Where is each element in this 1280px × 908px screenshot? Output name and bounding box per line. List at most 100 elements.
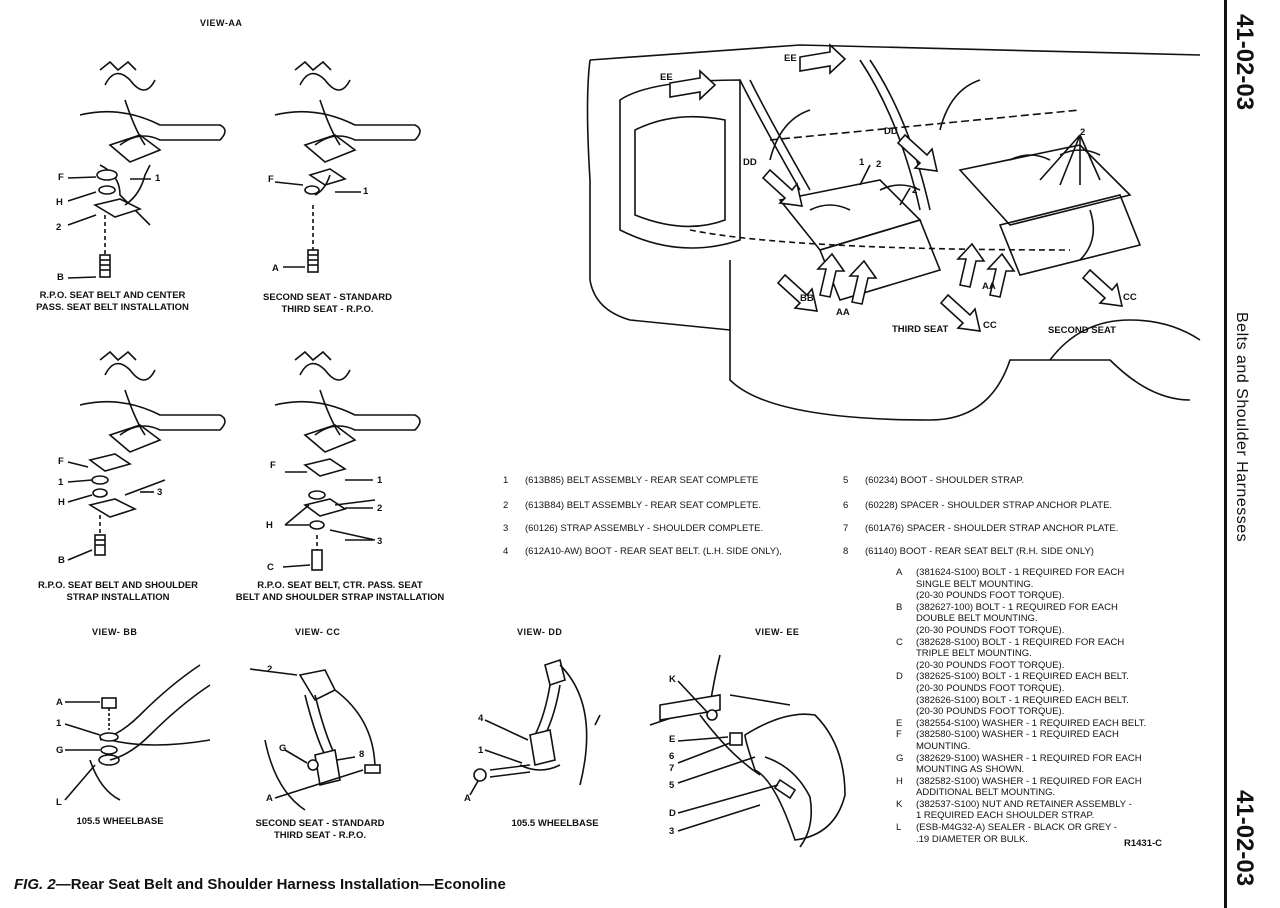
label-dd-1: DD xyxy=(743,157,757,168)
callout-1-2: 1 xyxy=(363,186,369,197)
callout-1-dd: 1 xyxy=(478,745,484,756)
label-aa-2: AA xyxy=(982,281,996,292)
note-item: K(382537-S100) NUT AND RETAINER ASSEMBLY… xyxy=(896,798,1132,822)
caption-ctr-pass-shoulder: R.P.O. SEAT BELT, CTR. PASS. SEAT BELT A… xyxy=(235,580,445,603)
view-dd-title: VIEW- DD xyxy=(517,627,563,637)
view-ee-drawing xyxy=(649,654,846,848)
callout-d-ee: D xyxy=(669,808,676,819)
label-cc-2: CC xyxy=(1123,292,1137,303)
detail-ctr-pass-shoulder-drawing xyxy=(274,350,421,571)
callout-3-ee: 3 xyxy=(669,826,675,837)
note-item: F(382580-S100) WASHER - 1 REQUIRED EACH … xyxy=(896,729,1119,752)
callout-h: H xyxy=(56,197,63,208)
view-ee-title: VIEW- EE xyxy=(755,627,800,637)
callout-3-4: 3 xyxy=(377,536,383,547)
label-ee-2: EE xyxy=(784,53,797,64)
callout-1-bb: 1 xyxy=(56,718,62,729)
callout-b: B xyxy=(57,272,64,283)
callout-1-4: 1 xyxy=(377,475,383,486)
note-item: D(382625-S100) BOLT - 1 REQUIRED EACH BE… xyxy=(896,671,1129,718)
caption-view-cc: SECOND SEAT - STANDARD THIRD SEAT - R.P.… xyxy=(255,818,385,841)
view-cc-drawing xyxy=(249,668,381,811)
label-third-seat: THIRD SEAT xyxy=(892,324,949,335)
figure-label: FIG. 2 xyxy=(14,876,56,893)
detail-center-pass-belt-drawing xyxy=(67,60,226,279)
note-item: L(ESB-M4G32-A) SEALER - BLACK OR GREY - … xyxy=(896,822,1117,845)
side-header: 41-02-03 Belts and Shoulder Harnesses 41… xyxy=(1222,0,1262,908)
legend-item: 7(601A76) SPACER - SHOULDER STRAP ANCHOR… xyxy=(843,523,1119,534)
callout-f-2: F xyxy=(268,174,274,185)
caption-shoulder-strap: R.P.O. SEAT BELT AND SHOULDER STRAP INST… xyxy=(37,580,199,603)
callout-k-ee: K xyxy=(669,674,676,685)
callout-a-dd: A xyxy=(464,793,471,804)
callout-a-cc: A xyxy=(266,793,273,804)
callout-8-cc: 8 xyxy=(359,749,365,760)
note-item: E(382554-S100) WASHER - 1 REQUIRED EACH … xyxy=(896,717,1147,729)
view-cc-title: VIEW- CC xyxy=(295,627,341,637)
callout-f-4: F xyxy=(270,460,276,471)
legend-item: 5(60234) BOOT - SHOULDER STRAP. xyxy=(843,475,1025,486)
label-cc-1: CC xyxy=(983,320,997,331)
callout-f: F xyxy=(58,172,64,183)
legend-item: 4(612A10-AW) BOOT - REAR SEAT BELT. (L.H… xyxy=(503,546,782,557)
callout-h-3: H xyxy=(58,497,65,508)
callout-1: 1 xyxy=(155,173,161,184)
label-main-2c: 2 xyxy=(1080,127,1086,138)
view-bb-title: VIEW- BB xyxy=(92,627,138,637)
callout-2-4: 2 xyxy=(377,503,383,514)
label-main-2a: 2 xyxy=(876,159,882,170)
callout-6-ee: 6 xyxy=(669,751,675,762)
note-item: B(382627-100) BOLT - 1 REQUIRED FOR EACH… xyxy=(896,601,1118,636)
callout-g-cc: G xyxy=(279,743,287,754)
callout-h-4: H xyxy=(266,520,273,531)
label-main-1: 1 xyxy=(859,157,865,168)
label-dd-2: DD xyxy=(884,126,898,137)
callout-5-ee: 5 xyxy=(669,780,675,791)
caption-second-seat: SECOND SEAT - STANDARD THIRD SEAT - R.P.… xyxy=(263,292,392,315)
van-interior-drawing xyxy=(586,43,1201,421)
label-second-seat: SECOND SEAT xyxy=(1048,325,1116,336)
note-item: G(382629-S100) WASHER - 1 REQUIRED FOR E… xyxy=(896,752,1142,776)
caption-view-bb: 105.5 WHEELBASE xyxy=(76,816,164,827)
note-item: A(381624-S100) BOLT - 1 REQUIRED FOR EAC… xyxy=(896,567,1125,602)
callout-e-ee: E xyxy=(669,734,676,745)
figure-caption: FIG. 2—Rear Seat Belt and Shoulder Harne… xyxy=(14,876,506,893)
legend-item: 6(60228) SPACER - SHOULDER STRAP ANCHOR … xyxy=(843,500,1113,511)
note-item: H(382582-S100) WASHER - 1 REQUIRED FOR E… xyxy=(896,775,1142,799)
label-main-2b: 2 xyxy=(912,185,918,196)
callout-f-3: F xyxy=(58,456,64,467)
view-dd-drawing xyxy=(469,658,601,796)
caption-view-dd: 105.5 WHEELBASE xyxy=(511,818,599,829)
callout-4-dd: 4 xyxy=(478,713,484,724)
section-title: Belts and Shoulder Harnesses xyxy=(1233,312,1250,543)
hardware-notes: A(381624-S100) BOLT - 1 REQUIRED FOR EAC… xyxy=(896,567,1186,845)
callout-1-3: 1 xyxy=(58,477,64,488)
callout-a-bb: A xyxy=(56,697,63,708)
detail-second-seat-drawing xyxy=(274,60,421,273)
callout-2-cc: 2 xyxy=(267,664,273,675)
caption-center-pass-belt: R.P.O. SEAT BELT AND CENTER PASS. SEAT B… xyxy=(36,290,189,313)
label-bb: BB xyxy=(800,293,814,304)
callout-3: 3 xyxy=(157,487,163,498)
callout-g-bb: G xyxy=(56,745,64,756)
callout-2: 2 xyxy=(56,222,62,233)
legend-item: 1(613B85) BELT ASSEMBLY - REAR SEAT COMP… xyxy=(503,475,759,486)
page-number-top: 41-02-03 xyxy=(1231,14,1258,111)
view-bb-drawing xyxy=(64,664,211,801)
callout-l-bb: L xyxy=(56,797,62,808)
label-ee-1: EE xyxy=(660,72,673,83)
label-aa-1: AA xyxy=(836,307,850,318)
detail-shoulder-strap-drawing xyxy=(67,350,226,561)
note-item: C(382628-S100) BOLT - 1 REQUIRED FOR EAC… xyxy=(896,636,1125,671)
callout-a: A xyxy=(272,263,279,274)
view-aa-title: VIEW-AA xyxy=(200,18,243,28)
legend-item: 8(61140) BOOT - REAR SEAT BELT (R.H. SID… xyxy=(843,546,1094,557)
legend-item: 2(613B84) BELT ASSEMBLY - REAR SEAT COMP… xyxy=(503,500,762,511)
callout-7-ee: 7 xyxy=(669,763,675,774)
page-number-bottom: 41-02-03 xyxy=(1231,790,1258,887)
figure-title: —Rear Seat Belt and Shoulder Harness Ins… xyxy=(55,876,506,893)
callout-c: C xyxy=(267,562,274,573)
legend-item: 3(60126) STRAP ASSEMBLY - SHOULDER COMPL… xyxy=(503,523,764,534)
callout-b-3: B xyxy=(58,555,65,566)
reference-code: R1431-C xyxy=(1124,838,1163,849)
